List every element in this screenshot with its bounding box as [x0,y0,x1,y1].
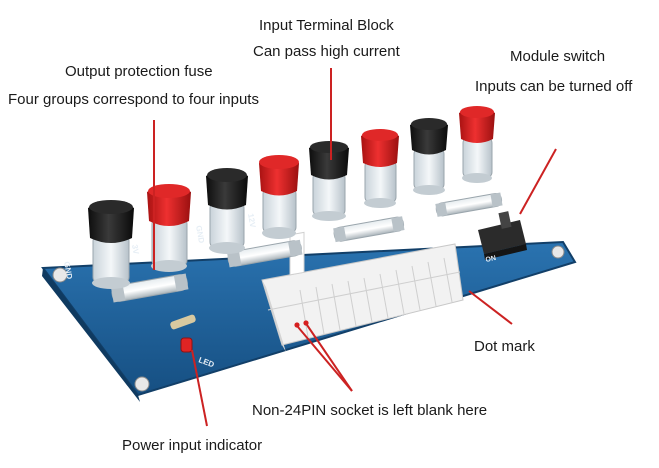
module-switch [478,211,527,260]
label-module-switch-title: Module switch [510,48,606,65]
binding-post-black-2 [206,168,248,254]
label-dot-mark: Dot mark [474,338,535,355]
silk-3v: 3V [130,244,141,256]
silk-on: ON [485,255,497,264]
pointer-socket-1 [297,326,353,392]
binding-post-red-3 [361,129,399,208]
pointer-socket-2 [306,324,353,392]
label-output-fuse-desc: Four groups correspond to four inputs [8,91,259,108]
label-input-terminal-title: Input Terminal Block [259,17,394,34]
label-socket-note: Non-24PIN socket is left blank here [252,402,488,419]
silk-12v: 12V [246,213,257,229]
silk-gnd-2: GND [194,225,206,244]
power-led [170,314,196,353]
binding-post-red-2 [259,155,299,239]
label-input-terminal-desc: Can pass high current [253,43,400,60]
label-module-switch-desc: Inputs can be turned off [475,78,633,95]
dot-mark-2 [303,320,309,326]
binding-post-black-4 [410,118,448,195]
pointer-led [191,349,208,427]
silk-gnd-1: GND [62,261,74,280]
pointer-switch [519,148,557,215]
label-power-indicator: Power input indicator [122,437,263,454]
label-output-fuse-title: Output protection fuse [65,63,213,80]
binding-post-red-1 [147,184,191,272]
binding-post-black-1 [88,200,134,289]
pointer-lines [153,68,557,427]
dot-mark-1 [294,322,300,328]
atx-socket [261,231,464,352]
binding-post-red-4 [459,106,495,183]
fuses [110,192,503,303]
binding-post-black-3 [309,141,349,221]
pointer-dot-mark [468,290,513,325]
